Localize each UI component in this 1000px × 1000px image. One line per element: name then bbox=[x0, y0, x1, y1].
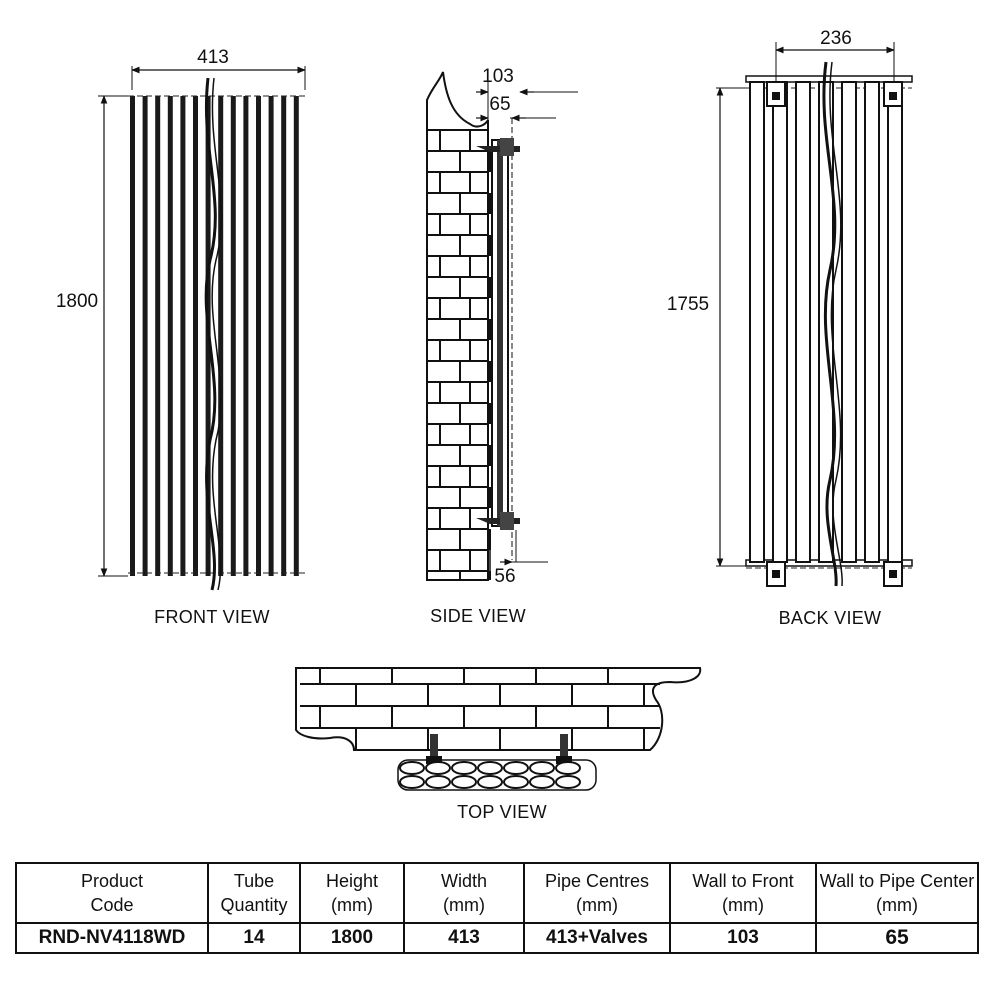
front-view-label: FRONT VIEW bbox=[154, 607, 270, 627]
back-tube bbox=[841, 81, 857, 563]
front-tube bbox=[281, 96, 287, 576]
back-bracket-bottom-right bbox=[883, 561, 903, 587]
header-height: Height(mm) bbox=[299, 862, 405, 924]
front-height-label: 1800 bbox=[56, 291, 98, 312]
cell-width: 413 bbox=[403, 922, 525, 954]
top-tube bbox=[477, 775, 503, 789]
top-tube bbox=[399, 775, 425, 789]
header-wall-to-pipe-center: Wall to Pipe Center(mm) bbox=[815, 862, 979, 924]
top-view-label: TOP VIEW bbox=[457, 802, 547, 822]
top-tube bbox=[451, 775, 477, 789]
side-view-label: SIDE VIEW bbox=[430, 606, 526, 626]
side-radiator-core bbox=[497, 140, 503, 526]
cell-tube-quantity: 14 bbox=[207, 922, 301, 954]
back-tube bbox=[887, 81, 903, 563]
back-bracket-bottom-left bbox=[766, 561, 786, 587]
back-bracket-top-right bbox=[883, 81, 903, 107]
cell-wall-to-pipe-center: 65 bbox=[815, 922, 979, 954]
side-top-bracket-clip bbox=[500, 138, 514, 156]
front-tube bbox=[142, 96, 148, 576]
top-tube bbox=[529, 775, 555, 789]
cell-pipe-centres: 413+Valves bbox=[523, 922, 671, 954]
front-tube bbox=[167, 96, 173, 576]
cell-height: 1800 bbox=[299, 922, 405, 954]
front-view: 413 1800 FRONT VIEW bbox=[56, 47, 308, 627]
front-tube bbox=[130, 96, 135, 576]
back-tube bbox=[795, 81, 811, 563]
cell-product-code: RND-NV4118WD bbox=[15, 922, 209, 954]
front-tube bbox=[180, 96, 186, 576]
side-view: 103 65 56 SIDE VIEW bbox=[426, 66, 578, 626]
top-tube bbox=[503, 761, 529, 775]
back-view: 236 1755 BACK VIEW bbox=[667, 28, 913, 628]
side-bottom-bracket-clip bbox=[500, 512, 514, 530]
top-tube bbox=[425, 775, 451, 789]
front-tube bbox=[243, 96, 249, 576]
header-wall-to-front: Wall to Front(mm) bbox=[669, 862, 817, 924]
top-tube bbox=[555, 775, 581, 789]
top-tube bbox=[425, 761, 451, 775]
technical-drawing: 413 1800 FRONT VIEW 103 65 bbox=[56, 28, 913, 822]
front-tube bbox=[293, 96, 299, 576]
top-tube bbox=[529, 761, 555, 775]
back-tube bbox=[864, 81, 880, 563]
front-width-label: 413 bbox=[197, 47, 229, 68]
front-tube bbox=[218, 96, 224, 576]
side-pipe-label: 65 bbox=[489, 94, 510, 115]
front-tube bbox=[230, 96, 236, 576]
top-radiator-outline bbox=[397, 759, 597, 791]
top-tube bbox=[477, 761, 503, 775]
back-wave-line bbox=[822, 61, 838, 587]
cell-wall-to-front: 103 bbox=[669, 922, 817, 954]
front-tube bbox=[155, 96, 161, 576]
back-tube bbox=[772, 81, 788, 563]
back-tube bbox=[749, 81, 765, 563]
top-wall-bricks bbox=[300, 668, 660, 750]
top-view: TOP VIEW bbox=[295, 667, 702, 822]
top-wall bbox=[295, 667, 702, 751]
front-wave-line-2 bbox=[211, 77, 222, 591]
back-view-label: BACK VIEW bbox=[779, 608, 882, 628]
side-bottom-label: 56 bbox=[494, 566, 515, 587]
back-wave-line-2 bbox=[829, 61, 843, 587]
spec-data-row: RND-NV4118WD 14 1800 413 413+Valves 103 … bbox=[15, 922, 979, 954]
front-tube bbox=[268, 96, 274, 576]
front-tube bbox=[256, 96, 261, 576]
header-pipe-centres: Pipe Centres(mm) bbox=[523, 862, 671, 924]
front-wave-line bbox=[204, 77, 217, 591]
side-wall bbox=[426, 71, 489, 581]
top-tube bbox=[503, 775, 529, 789]
back-bracket-label: 236 bbox=[820, 28, 852, 49]
front-tube bbox=[193, 96, 198, 576]
header-width: Width(mm) bbox=[403, 862, 525, 924]
side-depth-label: 103 bbox=[482, 66, 514, 87]
top-tube bbox=[451, 761, 477, 775]
back-height-label: 1755 bbox=[667, 294, 709, 315]
top-tube bbox=[399, 761, 425, 775]
top-tube bbox=[555, 761, 581, 775]
top-tubes bbox=[397, 759, 597, 791]
back-bracket-top-left bbox=[766, 81, 786, 107]
